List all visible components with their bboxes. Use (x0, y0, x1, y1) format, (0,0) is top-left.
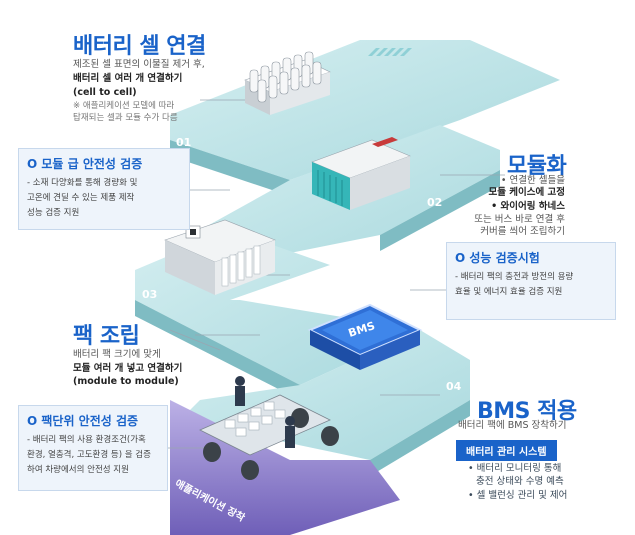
step1-line3: (cell to cell) (73, 87, 137, 98)
info-box-pack-line1: - 배터리 팩의 사용 환경조건(가혹 (27, 435, 146, 445)
step3-line3: (module to module) (73, 376, 179, 387)
step-number-01: 01 (176, 136, 192, 149)
info-box-module-safety: O 모듈 급 안전성 검증 - 소재 다양화를 통해 경량화 및 고온에 견딜 … (18, 148, 190, 230)
path-segment-04-side (370, 400, 470, 476)
info-box-perf-line1: - 배터리 팩의 충전과 방전의 용량 (455, 272, 574, 282)
step1-note1: ※ 애플리케이션 모델에 따라 (73, 101, 175, 111)
path-segment-02-side (380, 170, 500, 251)
step2-line4: 또는 버스 바로 연결 후 (474, 214, 565, 225)
vehicle-chassis-illustration (199, 376, 339, 480)
battery-cells-illustration (244, 51, 331, 115)
step-number-02: 02 (427, 196, 443, 209)
step2-line2: 모듈 케이스에 고정 (488, 187, 565, 198)
path-segment-01 (170, 40, 560, 180)
step1-title: 배터리 셀 연결 (73, 34, 206, 59)
bms-tag: 배터리 관리 시스템 (456, 440, 557, 461)
step4-item1: • 배터리 모니터링 통해 (468, 463, 562, 474)
step4-item2: 충전 상태와 수명 예측 (476, 476, 564, 487)
info-box-module-line3: 성능 검증 지원 (27, 208, 80, 218)
step1-line1: 제조된 셀 표면의 이물질 제거 후, (73, 59, 205, 70)
path-segment-03-side (135, 300, 300, 400)
info-box-perf-title: O 성능 검증시험 (455, 251, 540, 265)
path-segment-01-side (170, 140, 290, 196)
step3-title: 팩 조립 (73, 324, 140, 349)
step4-line1: 배터리 팩에 BMS 장착하기 (458, 420, 567, 431)
step2-line3: • 와이어링 하네스 (491, 201, 565, 212)
info-box-perf-line2: 효율 및 에너지 효율 검증 지원 (455, 287, 563, 297)
info-box-module-line1: - 소재 다양화를 통해 경량화 및 (27, 178, 138, 188)
step-number-03: 03 (142, 288, 158, 301)
info-box-performance: O 성능 검증시험 - 배터리 팩의 충전과 방전의 용량 효율 및 에너지 효… (446, 242, 616, 320)
step4-title: BMS 적용 (477, 399, 577, 424)
bms-chip-illustration (307, 303, 423, 370)
leader-lines (165, 99, 505, 449)
step2-line1: • 연결한 셀들을 (500, 175, 565, 186)
decor-stripes-top (368, 48, 412, 56)
info-box-pack-safety: O 팩단위 안전성 검증 - 배터리 팩의 사용 환경조건(가혹 환경, 열충격… (18, 405, 168, 491)
step2-title: 모듈화 (507, 154, 567, 179)
info-box-module-line2: 고온에 견딜 수 있는 제품 제작 (27, 193, 135, 203)
step1-note2: 탑재되는 셀과 모듈 수가 다름 (73, 113, 178, 123)
info-box-pack-line3: 하여 차량에서의 안전성 지원 (27, 465, 129, 475)
module-illustration (311, 137, 411, 210)
pack-illustration (164, 219, 276, 295)
step4-item3: • 셀 밸런싱 관리 및 제어 (468, 490, 568, 501)
step3-line2: 모듈 여러 개 넣고 연결하기 (73, 363, 183, 374)
info-box-pack-line2: 환경, 열충격, 고도환경 등) 을 검증 (27, 450, 151, 460)
info-box-pack-title: O 팩단위 안전성 검증 (27, 414, 139, 428)
info-box-module-title: O 모듈 급 안전성 검증 (27, 157, 143, 171)
step-number-04: 04 (446, 380, 462, 393)
step2-line5: 커버를 씌어 조립하기 (480, 226, 565, 237)
step3-line1: 배터리 팩 크기에 맞게 (73, 349, 161, 360)
step1-line2: 배터리 셀 여러 개 연결하기 (73, 73, 183, 84)
